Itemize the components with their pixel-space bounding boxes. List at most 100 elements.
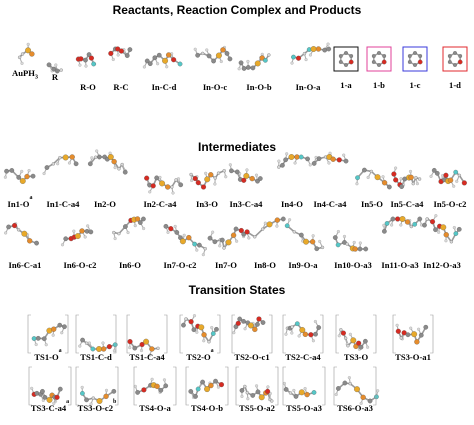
structure-in3-c-a4-label-text: In3-C-a4 <box>229 199 263 209</box>
ts-bracket-left <box>235 366 239 406</box>
atom <box>40 389 45 394</box>
atom <box>308 332 314 338</box>
structure-in5-o-label: In5-O <box>361 199 383 209</box>
structure-r-o-label-text: R-O <box>80 82 96 92</box>
structure-r-molecule <box>46 62 63 74</box>
structure-ts2-o-c1-molecule <box>231 314 273 354</box>
hydrogen-atom <box>204 171 208 175</box>
atom <box>141 216 146 222</box>
atom <box>425 217 429 221</box>
structure-ts3-c-a4a-molecule <box>28 366 72 406</box>
atom <box>408 174 414 181</box>
atom <box>192 241 198 247</box>
structure-in6-o-c2-label: In6-O-c2 <box>64 260 97 270</box>
atom <box>21 230 28 237</box>
hydrogen-atom <box>352 240 356 244</box>
atom <box>348 59 354 65</box>
atom <box>59 68 63 72</box>
hydrogen-atom <box>342 153 346 157</box>
atom <box>178 182 184 188</box>
structure-ts6-o-a3-label-text: TS6-O-a3 <box>337 403 373 413</box>
structure-in-o-a-label: In-O-a <box>296 82 321 92</box>
atom <box>395 328 401 334</box>
atom <box>399 184 404 189</box>
atom <box>316 325 322 330</box>
atom <box>6 224 11 230</box>
atom <box>288 391 293 395</box>
hydrogen-atom <box>308 53 312 57</box>
hydrogen-atom <box>26 42 30 46</box>
structure-ts2-c-a4-molecule <box>282 314 324 354</box>
atom <box>274 217 280 223</box>
structure-in3-c-a4-label: In3-C-a4 <box>230 199 263 209</box>
structure-ts2-oa-label-text: TS2-O <box>186 352 211 362</box>
hydrogen-atom <box>133 384 137 388</box>
atom <box>166 52 172 58</box>
structure-in3-o-label-text: In3-O <box>196 199 218 209</box>
hydrogen-atom <box>142 65 146 69</box>
atom <box>9 168 15 173</box>
atom <box>96 398 103 404</box>
atom <box>24 173 30 180</box>
atom <box>345 242 349 246</box>
atom <box>412 221 418 227</box>
atom <box>371 54 376 58</box>
hydrogen-atom <box>246 59 250 63</box>
hydrogen-atom <box>27 169 31 173</box>
atom <box>163 224 169 229</box>
atom <box>374 394 379 400</box>
atom <box>27 238 33 244</box>
structure-ts3-o-c2b-molecule <box>75 366 119 406</box>
atom <box>79 228 85 234</box>
hydrogen-atom <box>101 341 105 345</box>
atom <box>188 389 194 394</box>
atom <box>377 51 381 55</box>
hydrogen-atom <box>452 184 456 188</box>
atom <box>381 180 388 186</box>
atom <box>189 172 193 177</box>
hydrogen-atom <box>83 235 87 239</box>
ts-bracket-left <box>28 366 32 406</box>
hydrogen-atom <box>326 42 330 46</box>
atom <box>201 332 207 338</box>
atom <box>83 57 88 63</box>
ts-bracket-right <box>113 314 117 354</box>
atom <box>363 246 369 252</box>
structure-in3-o-label: In3-O <box>196 199 218 209</box>
structure-in-o-c-label: In-O-c <box>203 82 227 92</box>
atom <box>154 383 160 390</box>
hydrogen-atom <box>182 233 186 237</box>
structure-in2-c-a4-label-text: In2-C-a4 <box>143 199 177 209</box>
hydrogen-atom <box>54 63 58 67</box>
atom <box>245 65 251 70</box>
atom <box>220 47 226 53</box>
ts-bracket-left <box>75 366 79 406</box>
hydrogen-atom <box>228 163 232 167</box>
atom <box>204 176 211 183</box>
atom <box>150 183 156 189</box>
ts-bracket-left <box>333 366 337 406</box>
hydrogen-atom <box>165 65 169 69</box>
structure-in-c-d-label-text: In-C-d <box>151 82 177 92</box>
atom <box>57 386 63 392</box>
structure-in-c-d-label: In-C-d <box>152 82 177 92</box>
atom <box>80 391 85 396</box>
atom <box>381 59 387 65</box>
atom <box>241 177 247 183</box>
atom <box>260 227 265 231</box>
atom <box>371 60 376 64</box>
atom <box>87 161 93 167</box>
hydrogen-atom <box>52 401 56 405</box>
structure-ts4-o-b-label: TS4-O-b <box>191 403 223 413</box>
atom <box>156 346 160 350</box>
structure-in-o-a-molecule <box>290 42 332 65</box>
hydrogen-atom <box>263 221 267 225</box>
atom <box>88 229 94 235</box>
atom <box>174 230 180 235</box>
structure-in10-o-a3-molecule <box>332 229 369 252</box>
atom <box>382 228 387 234</box>
atom <box>111 389 117 394</box>
atom <box>290 325 294 329</box>
atom <box>191 327 197 333</box>
structure-1-c-label: 1-c <box>410 80 421 90</box>
